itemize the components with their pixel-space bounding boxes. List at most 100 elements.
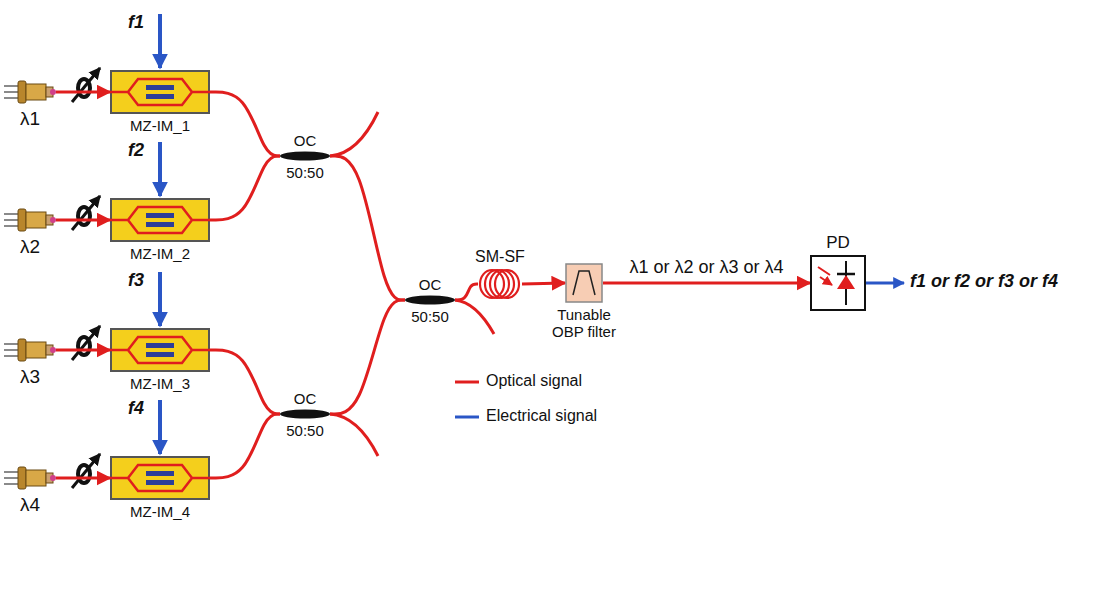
node-label: SM-SF <box>475 248 525 266</box>
interferometer-arms <box>110 465 210 491</box>
node-label: 50:50 <box>411 308 449 325</box>
node-label: λ3 <box>20 366 40 388</box>
modulator-box: MZ-IM_2 <box>110 198 210 242</box>
node-label: MZ-IM_4 <box>130 503 190 520</box>
polarization-controller <box>72 68 100 102</box>
oc-shape <box>280 409 330 419</box>
modulator-body <box>111 457 209 499</box>
node-label: OC <box>419 276 442 293</box>
node-label: PD <box>826 233 850 253</box>
diode-bar <box>837 273 855 276</box>
laser-shape <box>4 337 56 363</box>
optical-coupler: OC50:50 <box>280 409 330 419</box>
tuning-arrow <box>72 68 100 102</box>
node-label: Tunable OBP filter <box>552 306 616 341</box>
laser-window <box>50 89 56 95</box>
modulator-body <box>111 199 209 241</box>
fiber-winding <box>480 270 504 298</box>
optical-coupler: OC50:50 <box>280 151 330 161</box>
laser-window <box>50 475 56 481</box>
interferometer-arms <box>110 207 210 233</box>
rf-frequency: f1 <box>128 12 144 33</box>
pd-output-arrow <box>866 282 904 285</box>
electrode <box>146 480 174 485</box>
electrode <box>146 222 174 227</box>
output-frequency: f1 or f2 or f3 or f4 <box>910 271 1058 292</box>
optical-fiber <box>603 282 810 285</box>
optical-fiber <box>210 414 280 478</box>
mz-shape <box>110 198 210 242</box>
rf-arrow <box>158 14 162 68</box>
optical-fiber <box>210 92 280 156</box>
node-label: λ4 <box>20 494 40 516</box>
node-label: λ1 <box>20 108 40 130</box>
optical-fiber <box>330 300 405 414</box>
electrode <box>146 85 174 90</box>
coupler-body <box>280 152 330 161</box>
electrode <box>146 352 174 357</box>
modulator-box: MZ-IM_4 <box>110 456 210 500</box>
electrode <box>146 213 174 218</box>
rf-arrow <box>158 400 162 454</box>
passband-icon <box>573 271 595 295</box>
rf-frequency: f4 <box>128 398 144 419</box>
connectors <box>56 92 810 478</box>
optical-fiber <box>56 349 110 352</box>
polarization-controllers <box>72 68 100 488</box>
mz-shape <box>110 70 210 114</box>
laser-source: λ1 <box>4 79 56 105</box>
coupler-port <box>330 414 378 456</box>
optical-fiber <box>56 91 110 94</box>
laser-source: λ2 <box>4 207 56 233</box>
node-label: MZ-IM_1 <box>130 117 190 134</box>
laser-flange <box>18 339 26 361</box>
coil-shape <box>478 268 522 300</box>
laser-flange <box>18 81 26 103</box>
unused-coupler-ports <box>330 112 494 456</box>
laser-flange <box>18 209 26 231</box>
interferometer-arms <box>110 337 210 363</box>
fiber-winding <box>485 270 509 298</box>
laser-can <box>26 470 46 486</box>
coupler-port <box>455 300 494 334</box>
light-arrows <box>818 267 832 285</box>
modulator-body <box>111 329 209 371</box>
rf-arrow <box>158 142 162 196</box>
electrode <box>146 94 174 99</box>
node-label: OC <box>294 390 317 407</box>
tuning-arrow <box>72 196 100 230</box>
laser-shape <box>4 79 56 105</box>
node-label: MZ-IM_3 <box>130 375 190 392</box>
optical-fiber <box>522 283 565 284</box>
laser-can <box>26 342 46 358</box>
tuning-arrow <box>72 326 100 360</box>
coupler-body <box>405 296 455 305</box>
photodiode-box: PD <box>810 255 866 311</box>
filter-body <box>566 264 602 302</box>
laser-window <box>50 217 56 223</box>
pd-body <box>811 256 865 310</box>
rf-frequency: f3 <box>128 270 144 291</box>
pd-shape <box>810 255 866 311</box>
diode-triangle <box>837 275 855 289</box>
laser-can <box>26 84 46 100</box>
laser-source: λ4 <box>4 465 56 491</box>
interferometer-arms <box>110 79 210 105</box>
node-label: OC <box>294 132 317 149</box>
legend-text: Optical signal <box>486 372 582 390</box>
laser-source: λ3 <box>4 337 56 363</box>
optical-fiber <box>210 350 280 414</box>
edge-label: λ1 or λ2 or λ3 or λ4 <box>627 257 785 278</box>
laser-flange <box>18 467 26 489</box>
oc-shape <box>280 151 330 161</box>
node-label: 50:50 <box>286 422 324 439</box>
modulator-body <box>111 71 209 113</box>
filter-box: Tunable OBP filter <box>565 263 603 303</box>
optical-coupler: OC50:50 <box>405 295 455 305</box>
laser-window <box>50 347 56 353</box>
node-label: MZ-IM_2 <box>130 245 190 262</box>
fiber-spool: SM-SF <box>478 268 522 300</box>
electrode <box>146 343 174 348</box>
